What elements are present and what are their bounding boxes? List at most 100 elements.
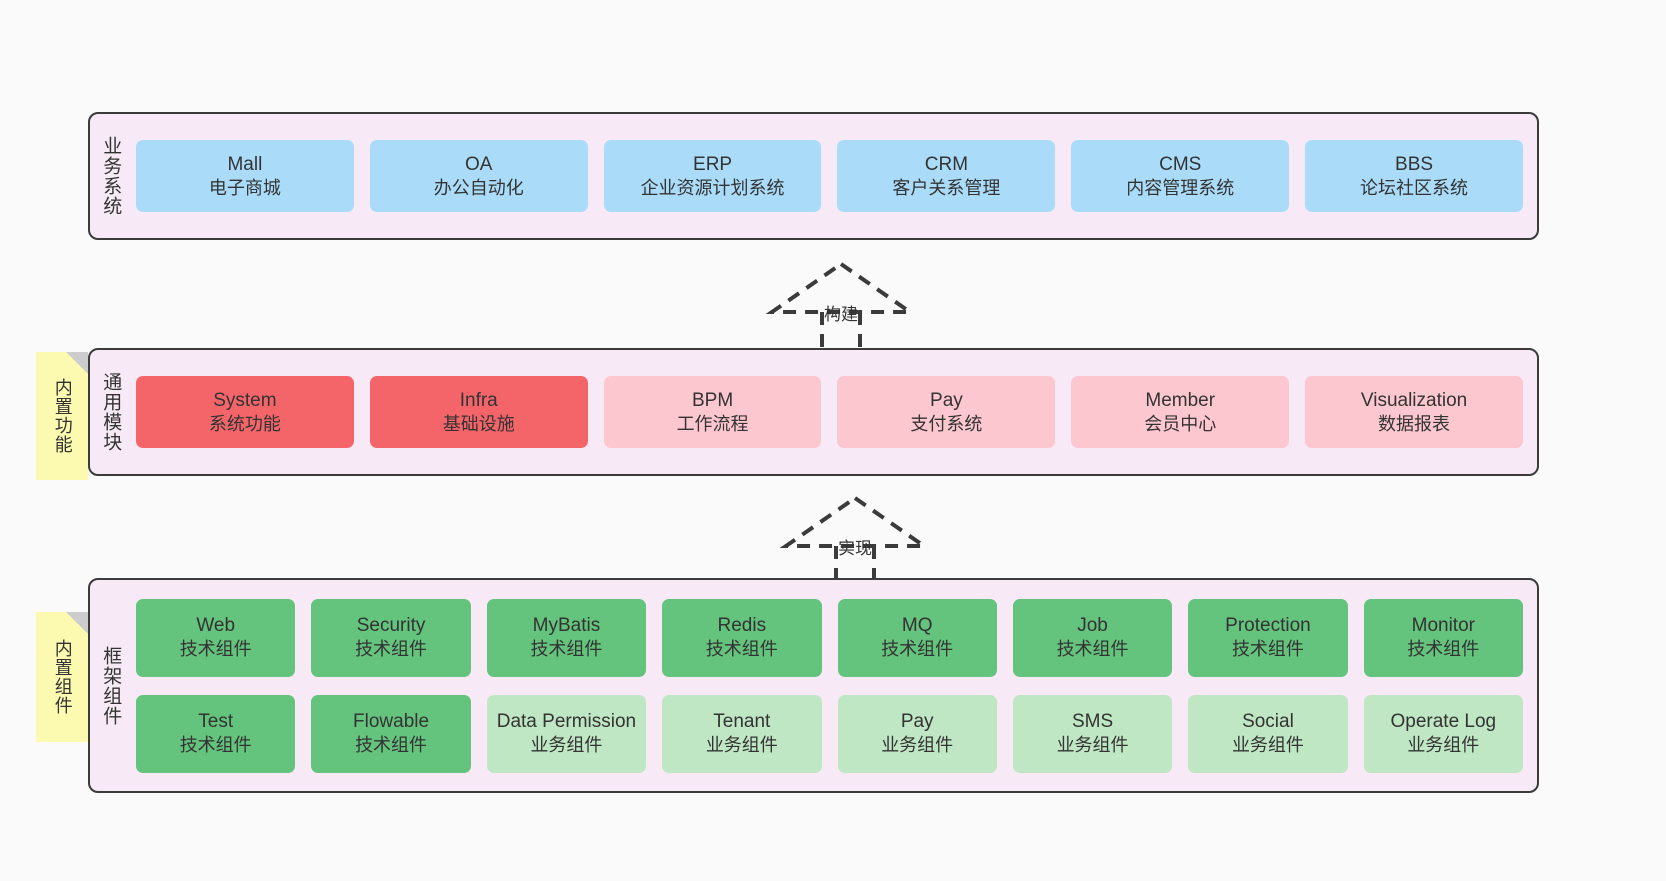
card-title: Web (196, 615, 236, 637)
sticky-note-label: 内置组件 (52, 639, 73, 715)
card-subtitle: 技术组件 (530, 639, 603, 660)
card-subtitle: 数据报表 (1378, 413, 1451, 434)
layer-body-common-module: System 系统功能 Infra 基础设施 BPM 工作流程 Pay 支付系统… (130, 350, 1537, 474)
card-subtitle: 技术组件 (355, 639, 428, 660)
card-subtitle: 内容管理系统 (1126, 177, 1235, 198)
card-operate-log[interactable]: Operate Log 业务组件 (1363, 694, 1523, 773)
card-title: Data Permission (496, 711, 637, 733)
card-title: CMS (1159, 153, 1202, 175)
card-title: BBS (1395, 153, 1434, 175)
card-social[interactable]: Social 业务组件 (1188, 694, 1348, 773)
card-security[interactable]: Security 技术组件 (311, 598, 471, 677)
card-monitor[interactable]: Monitor 技术组件 (1363, 598, 1523, 677)
card-subtitle: 论坛社区系统 (1360, 177, 1469, 198)
card-subtitle: 支付系统 (910, 413, 983, 434)
layer-title-business-system: 业务系统 (100, 136, 122, 216)
card-crm[interactable]: CRM 客户关系管理 (837, 140, 1056, 212)
dashed-generalization-arrow-icon (779, 495, 931, 584)
card-row-business: Test 技术组件 Flowable 技术组件 Data Permission … (136, 694, 1523, 773)
card-protection[interactable]: Protection 技术组件 (1188, 598, 1348, 677)
dashed-generalization-arrow-icon (765, 261, 917, 350)
card-title: Social (1242, 711, 1294, 733)
card-subtitle: 企业资源计划系统 (640, 177, 785, 198)
card-mall[interactable]: Mall 电子商城 (136, 140, 354, 212)
card-title: ERP (693, 153, 733, 175)
arrow-label-implement: 实现 (838, 539, 872, 558)
layer-body-business-system: Mall 电子商城 OA 办公自动化 ERP 企业资源计划系统 CRM 客户关系… (130, 114, 1537, 238)
card-erp[interactable]: ERP 企业资源计划系统 (603, 140, 822, 212)
card-flowable[interactable]: Flowable 技术组件 (311, 694, 471, 773)
card-subtitle: 业务组件 (1407, 735, 1480, 756)
layer-title-framework-component: 框架组件 (100, 645, 122, 726)
card-subtitle: 业务组件 (530, 735, 603, 756)
arrow-build: 构建 (756, 258, 926, 350)
card-subtitle: 业务组件 (1056, 735, 1129, 756)
card-title: Test (198, 711, 234, 733)
card-title: Member (1145, 389, 1216, 411)
card-subtitle: 技术组件 (179, 735, 252, 756)
card-row: System 系统功能 Infra 基础设施 BPM 工作流程 Pay 支付系统… (136, 376, 1523, 448)
sticky-note-builtin-functions[interactable]: 内置功能 (36, 352, 88, 480)
card-data-permission[interactable]: Data Permission 业务组件 (486, 694, 647, 773)
card-web[interactable]: Web 技术组件 (136, 598, 296, 677)
card-title: Operate Log (1390, 711, 1497, 733)
layer-body-framework-component: Web 技术组件 Security 技术组件 MyBatis 技术组件 Redi… (130, 580, 1537, 791)
layer-framework-component[interactable]: 框架组件 Web 技术组件 Security 技术组件 MyBatis 技术组件… (88, 578, 1539, 793)
card-subtitle: 系统功能 (208, 413, 281, 434)
card-cms[interactable]: CMS 内容管理系统 (1071, 140, 1290, 212)
card-row: Mall 电子商城 OA 办公自动化 ERP 企业资源计划系统 CRM 客户关系… (136, 140, 1523, 212)
card-subtitle: 技术组件 (355, 735, 428, 756)
card-title: Pay (930, 389, 963, 411)
card-title: Protection (1225, 615, 1311, 637)
card-title: SMS (1071, 711, 1114, 733)
card-bpm[interactable]: BPM 工作流程 (603, 376, 822, 448)
card-subtitle: 技术组件 (1407, 639, 1480, 660)
card-bbs[interactable]: BBS 论坛社区系统 (1305, 140, 1523, 212)
card-pay-component[interactable]: Pay 业务组件 (837, 694, 997, 773)
card-subtitle: 基础设施 (442, 413, 515, 434)
card-member[interactable]: Member 会员中心 (1071, 376, 1290, 448)
card-title: Tenant (713, 711, 771, 733)
card-subtitle: 办公自动化 (433, 177, 524, 198)
card-subtitle: 业务组件 (881, 735, 954, 756)
card-title: Mall (227, 153, 263, 175)
card-title: OA (465, 153, 493, 175)
card-subtitle: 工作流程 (676, 413, 749, 434)
card-visualization[interactable]: Visualization 数据报表 (1305, 376, 1523, 448)
card-title: Visualization (1360, 389, 1468, 411)
arrow-implement: 实现 (770, 492, 940, 584)
card-title: MyBatis (532, 615, 601, 637)
card-redis[interactable]: Redis 技术组件 (662, 598, 822, 677)
sticky-note-label: 内置功能 (52, 378, 73, 454)
arrow-label-build: 构建 (824, 305, 858, 324)
card-subtitle: 业务组件 (705, 735, 778, 756)
card-tenant[interactable]: Tenant 业务组件 (662, 694, 822, 773)
card-title: Redis (717, 615, 767, 637)
card-subtitle: 技术组件 (705, 639, 778, 660)
card-system[interactable]: System 系统功能 (136, 376, 354, 448)
card-mq[interactable]: MQ 技术组件 (837, 598, 997, 677)
card-mybatis[interactable]: MyBatis 技术组件 (486, 598, 647, 677)
card-title: CRM (924, 153, 969, 175)
card-title: Infra (459, 389, 498, 411)
card-title: System (213, 389, 277, 411)
card-subtitle: 技术组件 (179, 639, 252, 660)
layer-business-system[interactable]: 业务系统 Mall 电子商城 OA 办公自动化 ERP 企业资源计划系统 CRM… (88, 112, 1539, 240)
card-pay-module[interactable]: Pay 支付系统 (837, 376, 1056, 448)
card-title: Pay (900, 711, 934, 733)
card-test[interactable]: Test 技术组件 (136, 694, 296, 773)
card-subtitle: 电子商城 (208, 177, 281, 198)
card-sms[interactable]: SMS 业务组件 (1012, 694, 1173, 773)
card-subtitle: 技术组件 (1056, 639, 1129, 660)
card-subtitle: 技术组件 (881, 639, 954, 660)
card-oa[interactable]: OA 办公自动化 (369, 140, 588, 212)
card-infra[interactable]: Infra 基础设施 (369, 376, 588, 448)
card-subtitle: 技术组件 (1231, 639, 1304, 660)
card-title: Job (1077, 615, 1108, 637)
layer-common-module[interactable]: 通用模块 System 系统功能 Infra 基础设施 BPM 工作流程 Pay… (88, 348, 1539, 476)
card-title: BPM (691, 389, 734, 411)
card-job[interactable]: Job 技术组件 (1012, 598, 1173, 677)
card-title: MQ (901, 615, 933, 637)
sticky-note-builtin-components[interactable]: 内置组件 (36, 612, 88, 742)
